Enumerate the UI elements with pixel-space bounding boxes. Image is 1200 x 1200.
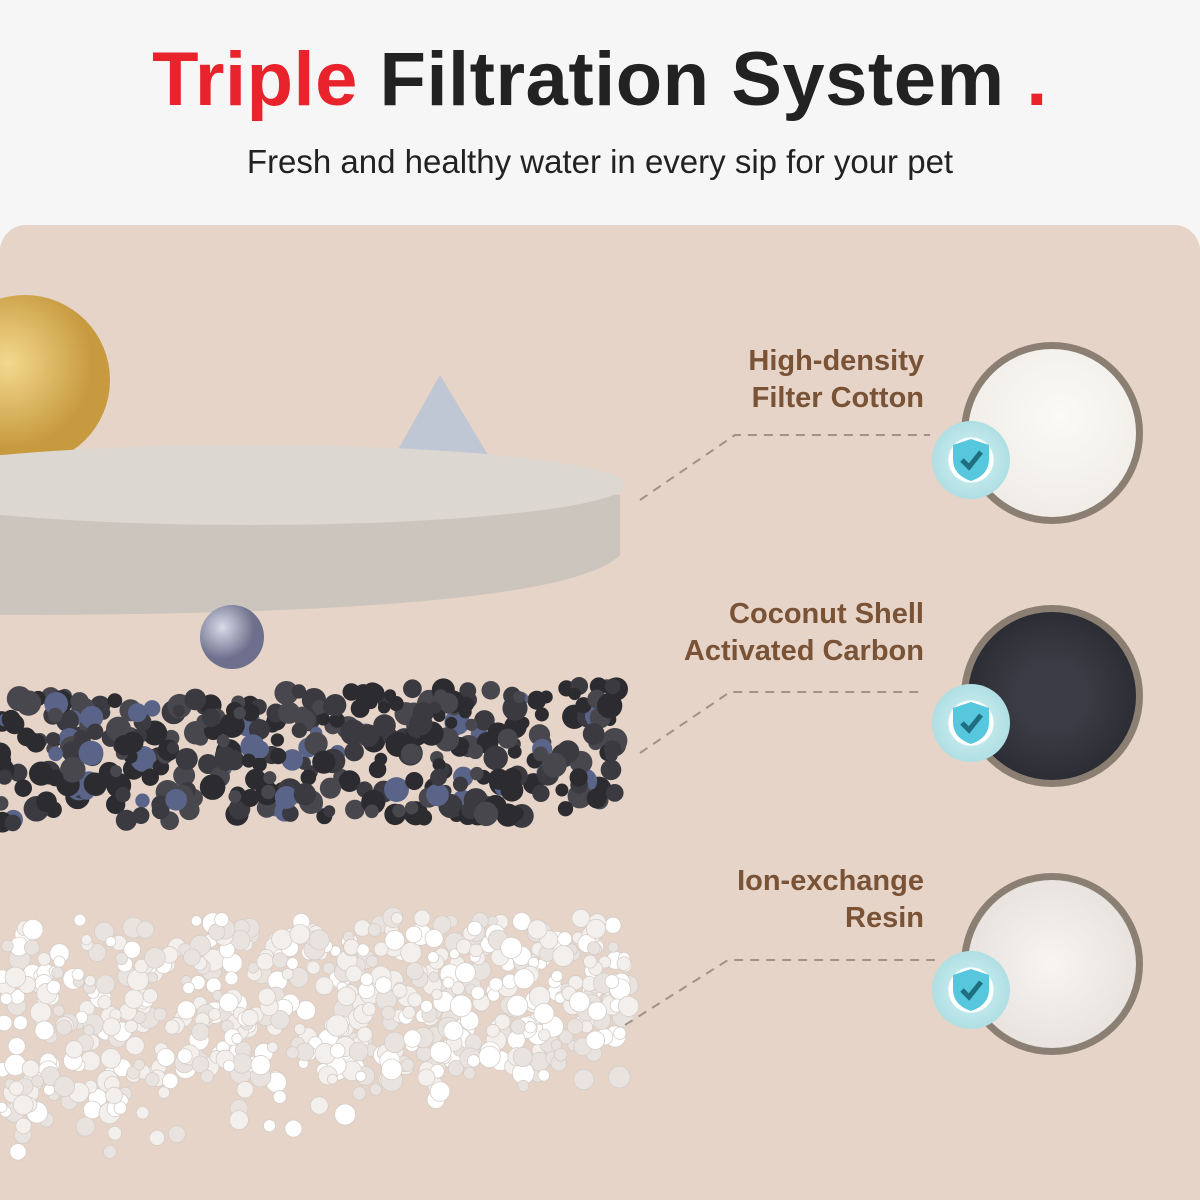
label-line: Coconut Shell <box>729 598 924 630</box>
shield-check-icon <box>932 951 1010 1029</box>
water-drop-icon <box>200 605 264 669</box>
leader-lines <box>624 434 935 1026</box>
resin-closeup <box>961 873 1143 1055</box>
shield-check-icon <box>932 684 1010 762</box>
label-line: Resin <box>845 902 924 934</box>
label-line: Ion-exchange <box>737 865 924 897</box>
title-accent: Triple <box>152 37 358 122</box>
page-title: Triple Filtration System . <box>0 36 1200 123</box>
title-dot: . <box>1026 37 1048 122</box>
label-line: High-density <box>748 345 924 377</box>
label-line: Filter Cotton <box>751 382 924 414</box>
sponge-disc <box>0 445 625 615</box>
title-main: Filtration System <box>379 37 1005 122</box>
water-drop-icon <box>395 375 488 468</box>
subtitle: Fresh and healthy water in every sip for… <box>246 143 954 180</box>
label-line: Activated Carbon <box>683 635 924 667</box>
virus-icon <box>0 295 110 465</box>
carbon-particles <box>0 677 628 833</box>
shield-check-icon <box>932 421 1010 499</box>
resin-beads <box>0 906 640 1161</box>
filter-layers-illustration <box>0 295 935 1161</box>
